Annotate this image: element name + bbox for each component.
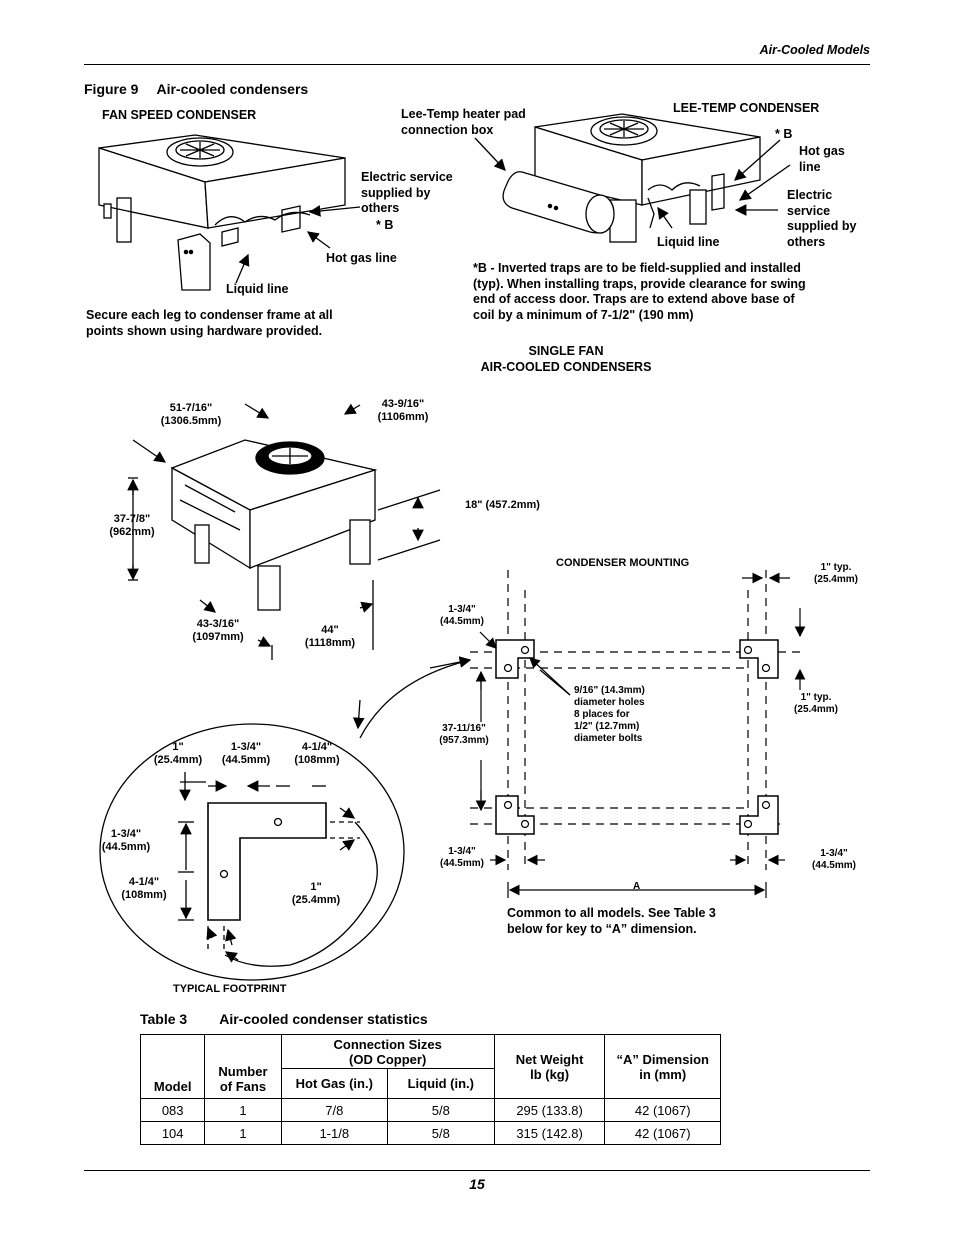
cell: 295 (133.8) (493, 1098, 606, 1122)
mounting-plan-drawing (470, 570, 806, 898)
lee-temp-hot-gas: Hot gas line (799, 144, 845, 174)
fan-speed-liquid: Liquid line (226, 282, 289, 296)
typical-footprint-caption: TYPICAL FOOTPRINT (173, 983, 287, 995)
fp-4-1-4: 4-1/4"(108mm) (294, 741, 340, 766)
fp-left-1-3-4: 1-3/4"(44.5mm) (101, 828, 151, 853)
single-fan-heading: SINGLE FAN AIR-COOLED CONDENSERS (480, 344, 652, 374)
mounting-heading: CONDENSER MOUNTING (556, 557, 690, 569)
mount-bottom-right: 1-3/4"(44.5mm) (812, 848, 856, 871)
dim-43-3: 43-3/16"(1097mm) (192, 618, 244, 643)
footer-rule (84, 1170, 870, 1171)
cell: 1 (204, 1098, 282, 1122)
secure-note: Secure each leg to condenser frame at al… (86, 308, 333, 338)
mount-typ-right: 1" typ.(25.4mm) (794, 692, 838, 715)
a-dimension-label: A (633, 881, 641, 892)
lee-temp-liquid: Liquid line (657, 235, 720, 249)
cell: 7/8 (280, 1098, 388, 1122)
section-header: Air-Cooled Models (759, 43, 870, 57)
common-note: Common to all models. See Table 3 below … (507, 906, 716, 936)
b-note: *B - Inverted traps are to be field-supp… (473, 261, 806, 322)
cell: 42 (1067) (604, 1098, 721, 1122)
fan-speed-electric: Electric service supplied by others (361, 170, 453, 215)
table-number: Table 3 (140, 1011, 188, 1027)
fan-speed-hot-gas: Hot gas line (326, 251, 397, 265)
cell: 42 (1067) (604, 1121, 721, 1145)
fan-speed-condenser-drawing (98, 134, 346, 291)
lee-temp-electric: Electric service supplied by others (787, 188, 857, 249)
th-hot-gas: Hot Gas (in.) (280, 1068, 388, 1099)
table-title: Table 3 Air-cooled condenser statistics (140, 1011, 428, 1027)
cell: 5/8 (386, 1121, 495, 1145)
fan-speed-b-mark: * B (376, 218, 394, 232)
footprint-drawing (99, 656, 472, 981)
th-liquid: Liquid (in.) (386, 1068, 495, 1099)
cell: 1-1/8 (280, 1121, 388, 1145)
lee-temp-condenser-drawing (502, 113, 761, 243)
mount-bottom-left: 1-3/4"(44.5mm) (440, 846, 484, 869)
cell: 315 (142.8) (493, 1121, 606, 1145)
fan-speed-heading: FAN SPEED CONDENSER (102, 108, 257, 122)
fp-1-3-4: 1-3/4"(44.5mm) (221, 741, 271, 766)
figure-title: Figure 9 Air-cooled condensers (84, 81, 308, 97)
single-fan-unit-drawing (170, 439, 378, 611)
table-row: 083 1 7/8 5/8 295 (133.8) 42 (1067) (139, 1098, 721, 1122)
figure-number: Figure 9 (84, 81, 139, 97)
table-caption: Air-cooled condenser statistics (219, 1011, 428, 1027)
table-row: 104 1 1-1/8 5/8 315 (142.8) 42 (1067) (139, 1121, 721, 1145)
dim-37: 37-7/8"(962mm) (109, 513, 155, 538)
fp-left-4-1-4: 4-1/4"(108mm) (121, 876, 167, 901)
dim-18: 18" (457.2mm) (465, 499, 540, 511)
mount-left-dim: 37-11/16"(957.3mm) (439, 723, 489, 746)
dim-44: 44"(1118mm) (304, 624, 356, 649)
cell: 1 (204, 1121, 282, 1145)
figure-caption: Air-cooled condensers (156, 81, 309, 97)
page-number: 15 (469, 1176, 485, 1192)
th-model: Model (139, 1034, 206, 1099)
mount-holes-note: 9/16" (14.3mm) diameter holes 8 places f… (574, 685, 645, 744)
lee-temp-heading: LEE-TEMP CONDENSER (673, 101, 820, 115)
fp-1in: 1"(25.4mm) (153, 741, 203, 766)
dim-43-9: 43-9/16"(1106mm) (377, 398, 429, 423)
cell: 5/8 (386, 1098, 495, 1122)
th-connection: Connection Sizes(OD Copper) (280, 1034, 495, 1069)
mount-typ-top: 1" typ.(25.4mm) (814, 562, 858, 585)
fp-right-1in: 1"(25.4mm) (291, 881, 341, 906)
lee-temp-b-mark: * B (775, 127, 793, 141)
cell: 083 (139, 1098, 206, 1122)
header-rule (84, 64, 870, 65)
dim-51: 51-7/16"(1306.5mm) (160, 402, 222, 427)
heater-pad-label: Lee-Temp heater pad connection box (401, 107, 526, 137)
cell: 104 (139, 1121, 206, 1145)
mount-top-left: 1-3/4"(44.5mm) (440, 604, 484, 627)
